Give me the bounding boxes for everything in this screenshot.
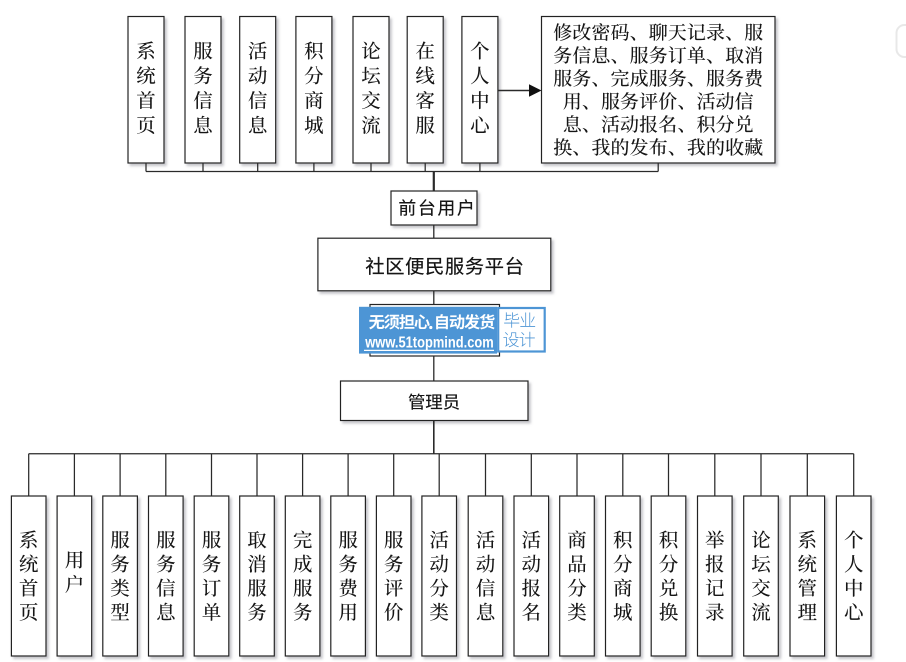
svg-text:www.51topmind.com: www.51topmind.com	[364, 335, 493, 352]
